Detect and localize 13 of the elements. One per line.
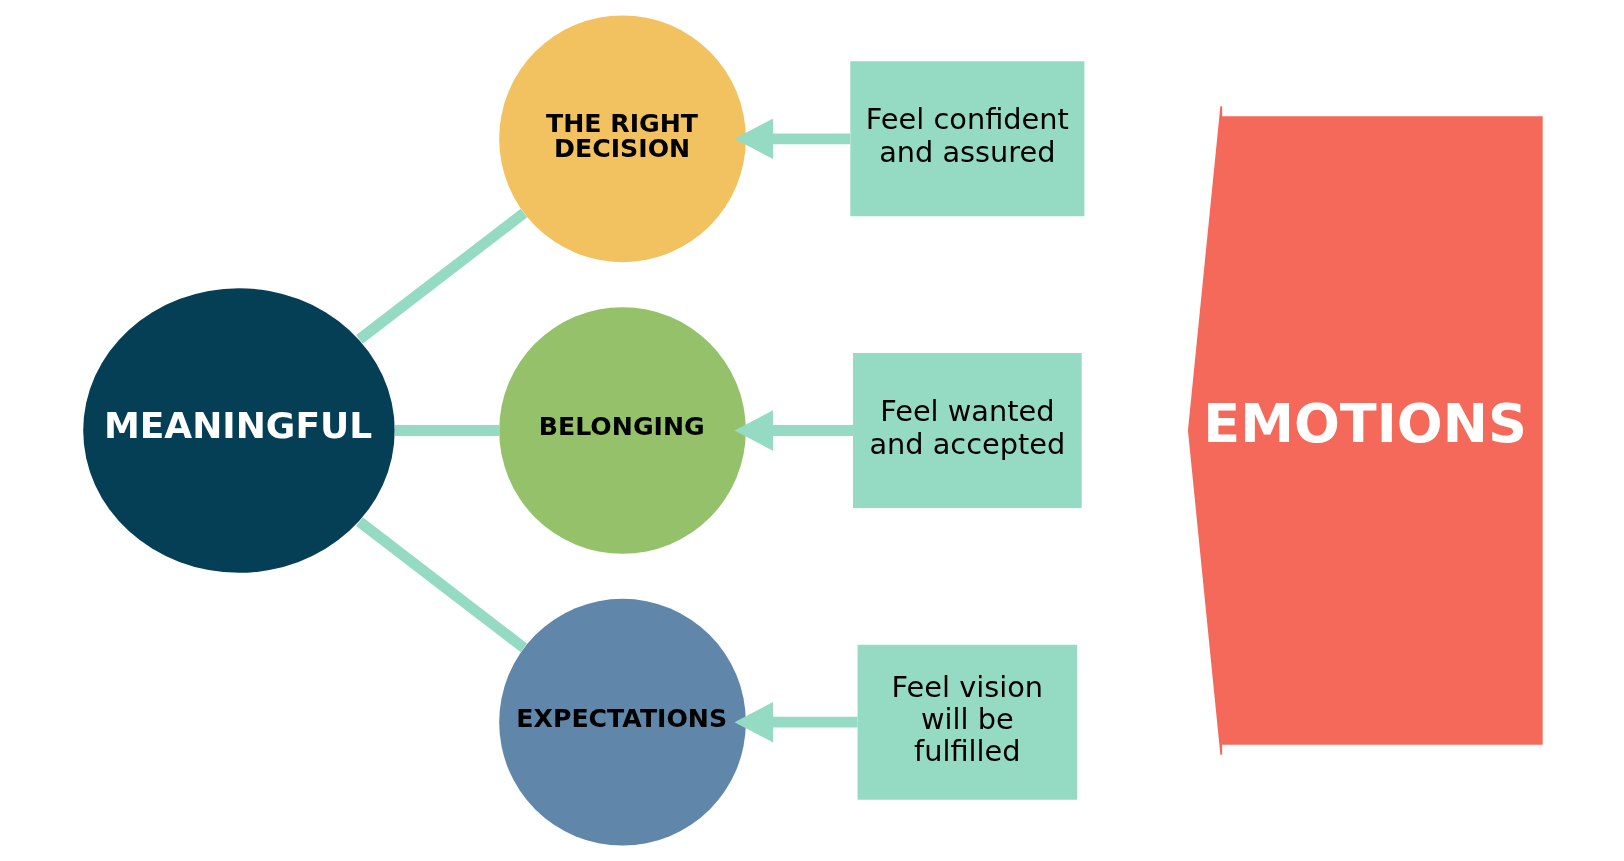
node-box: Feel vision will be fulfilled — [857, 644, 1077, 800]
arrow — [733, 410, 853, 451]
node-circle: MEANINGFUL — [82, 288, 395, 573]
connector — [355, 208, 527, 344]
node-circle: BELONGING — [498, 307, 746, 554]
connector — [394, 425, 499, 436]
node-circle: THE RIGHT DECISION — [498, 15, 746, 263]
arrow — [733, 701, 857, 743]
arrow — [733, 118, 850, 160]
node-box: Feel wanted and accepted — [852, 353, 1082, 508]
node-circle: EXPECTATIONS — [498, 598, 746, 846]
connector — [355, 517, 527, 653]
node-box: Feel confident and assured — [849, 61, 1084, 217]
